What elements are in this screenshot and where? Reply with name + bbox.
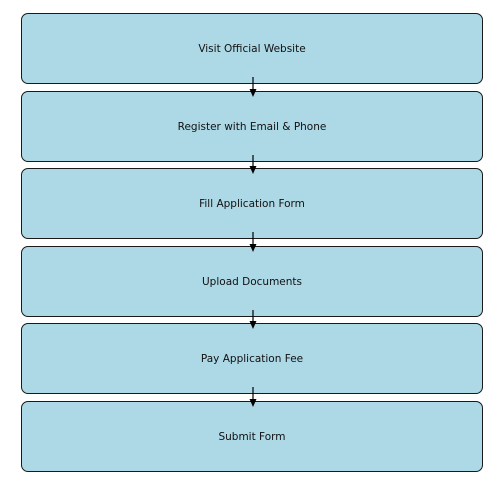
- step-label: Register with Email & Phone: [177, 120, 327, 133]
- step-label: Pay Application Fee: [200, 352, 304, 365]
- step-upload-documents: Upload Documents: [21, 246, 483, 317]
- step-register: Register with Email & Phone: [21, 91, 483, 162]
- step-label: Upload Documents: [202, 275, 302, 288]
- step-label: Visit Official Website: [198, 42, 306, 55]
- step-pay-application-fee: Pay Application Fee: [21, 323, 483, 394]
- step-visit-official-website: Visit Official Website: [21, 13, 483, 84]
- step-label: Fill Application Form: [199, 197, 305, 210]
- step-fill-application-form: Fill Application Form: [21, 168, 483, 239]
- step-submit-form: Submit Form: [21, 401, 483, 472]
- step-label: Submit Form: [218, 430, 286, 443]
